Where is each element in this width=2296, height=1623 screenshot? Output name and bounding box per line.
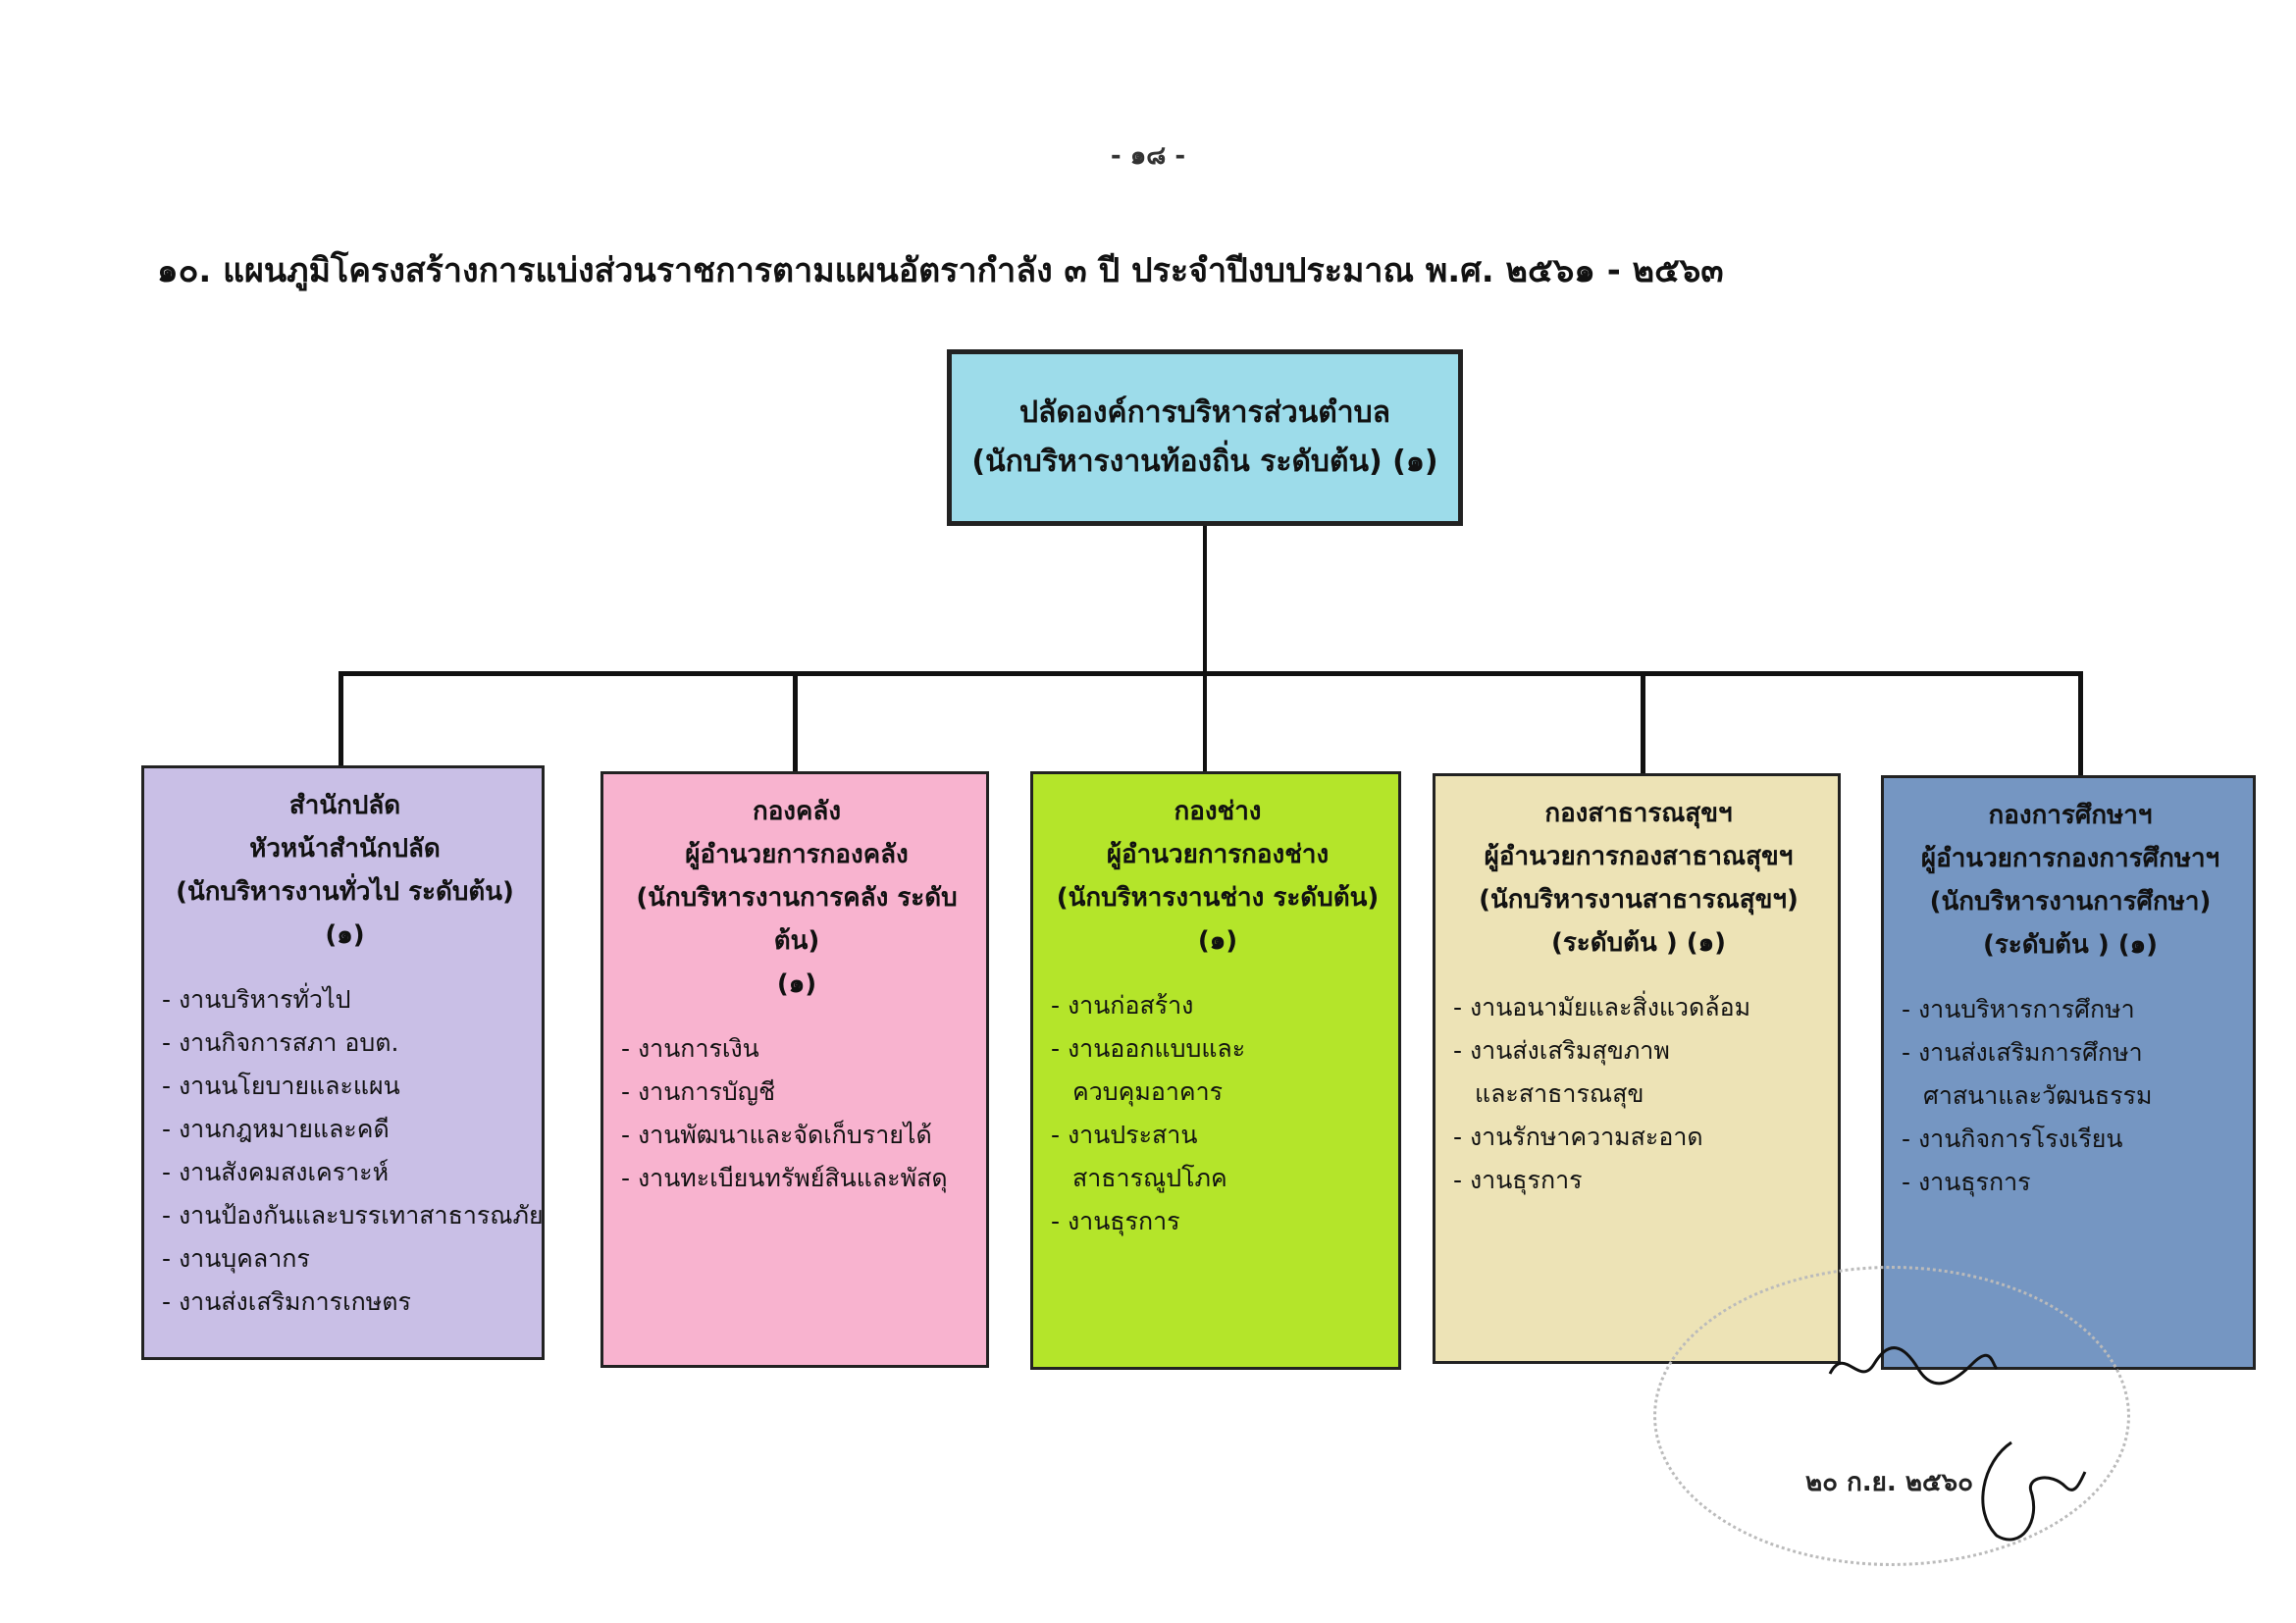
connector-drop-1	[339, 671, 343, 769]
page-number: - ๑๘ -	[1110, 141, 1186, 171]
date-note: ๒๐ ก.ย. ๒๕๖๐	[1805, 1468, 1974, 1497]
dept-count: (ระดับต้น ) (๑)	[1550, 928, 1727, 958]
task-list: - งานการเงิน - งานการบัญชี - งานพัฒนาและ…	[621, 1027, 972, 1200]
list-item: - งานธุรการ	[1051, 1207, 1180, 1235]
list-item: และสาธารณสุข	[1475, 1079, 1644, 1108]
document-title: ๑๐. แผนภูมิโครงสร้างการแบ่งส่วนราชการตาม…	[157, 251, 1724, 290]
task-list: - งานบริหารการศึกษา - งานส่งเสริมการศึกษ…	[1902, 988, 2239, 1204]
list-item: - งานรักษาความสะอาด	[1453, 1123, 1703, 1151]
dept-name: กองการศึกษาฯ	[1988, 801, 2153, 830]
signature-mark-lower	[1981, 1440, 2087, 1542]
stamp-mark	[1653, 1266, 2130, 1566]
dept-head: สำนักปลัด หัวหน้าสำนักปลัด (นักบริหารงาน…	[162, 784, 528, 957]
task-list: - งานอนามัยและสิ่งแวดล้อม - งานส่งเสริมส…	[1453, 986, 1824, 1202]
dept-box-public-works: กองช่าง ผู้อำนวยการกองช่าง (นักบริหารงาน…	[1030, 771, 1401, 1370]
list-item: สาธารณูปโภค	[1072, 1164, 1227, 1192]
connector-top-vertical	[1203, 526, 1207, 673]
list-item: - งานทะเบียนทรัพย์สินและพัสดุ	[621, 1164, 948, 1192]
dept-position: (นักบริหารงานสาธารณสุขฯ)	[1479, 885, 1799, 915]
dept-director: หัวหน้าสำนักปลัด	[249, 834, 441, 864]
dept-count: (๑)	[325, 920, 365, 950]
list-item: - งานธุรการ	[1453, 1166, 1583, 1194]
dept-director: ผู้อำนวยการกองสาธาณสุขฯ	[1484, 842, 1794, 871]
list-item: - งานก่อสร้าง	[1051, 991, 1194, 1020]
list-item: - งานอนามัยและสิ่งแวดล้อม	[1453, 993, 1751, 1021]
list-item: - งานธุรการ	[1902, 1168, 2031, 1196]
chief-title: ปลัดองค์การบริหารส่วนตำบล	[1018, 395, 1391, 430]
signature-mark-upper	[1828, 1346, 1999, 1386]
dept-position: (นักบริหารงานช่าง ระดับต้น)	[1056, 883, 1380, 913]
dept-name: กองคลัง	[752, 797, 842, 826]
dept-name: กองสาธารณสุขฯ	[1544, 799, 1733, 828]
dept-head: กองช่าง ผู้อำนวยการกองช่าง (นักบริหารงาน…	[1051, 790, 1384, 963]
list-item: - งานส่งเสริมสุขภาพ	[1453, 1036, 1670, 1065]
dept-box-finance: กองคลัง ผู้อำนวยการกองคลัง (นักบริหารงาน…	[600, 771, 989, 1368]
list-item: - งานกิจการโรงเรียน	[1902, 1125, 2123, 1153]
dept-position: (นักบริหารงานทั่วไป ระดับต้น)	[176, 877, 514, 907]
list-item: - งานส่งเสริมการเกษตร	[162, 1287, 411, 1316]
task-list: - งานบริหารทั่วไป - งานกิจการสภา อบต. - …	[162, 978, 544, 1324]
dept-count: (๑)	[776, 969, 817, 999]
dept-name: สำนักปลัด	[288, 791, 401, 820]
dept-box-public-health: กองสาธารณสุขฯ ผู้อำนวยการกองสาธาณสุขฯ (น…	[1433, 773, 1841, 1364]
dept-position: (นักบริหารงานการศึกษา)	[1929, 887, 2212, 916]
list-item: - งานพัฒนาและจัดเก็บรายได้	[621, 1121, 932, 1149]
dept-head: กองการศึกษาฯ ผู้อำนวยการกองการศึกษาฯ (นั…	[1902, 794, 2239, 967]
list-item: - งานกิจการสภา อบต.	[162, 1028, 399, 1057]
connector-drop-4	[1641, 671, 1645, 775]
list-item: - งานส่งเสริมการศึกษา	[1902, 1038, 2143, 1067]
list-item: - งานออกแบบและ	[1051, 1034, 1246, 1063]
list-item: - งานป้องกันและบรรเทาสาธารณภัย	[162, 1201, 544, 1230]
dept-count: (ระดับต้น ) (๑)	[1982, 930, 2159, 960]
task-list: - งานก่อสร้าง - งานออกแบบและ ควบคุมอาคาร…	[1051, 984, 1384, 1243]
list-item: - งานบุคลากร	[162, 1244, 310, 1273]
dept-director: ผู้อำนวยการกองช่าง	[1106, 840, 1330, 869]
chief-position: (นักบริหารงานท้องถิ่น ระดับต้น) (๑)	[971, 445, 1438, 479]
dept-position: (นักบริหารงานการคลัง ระดับต้น)	[636, 883, 958, 956]
connector-drop-2	[793, 671, 798, 773]
dept-head: กองคลัง ผู้อำนวยการกองคลัง (นักบริหารงาน…	[621, 790, 972, 1006]
connector-horizontal-bus	[339, 671, 2083, 676]
list-item: - งานการบัญชี	[621, 1077, 776, 1106]
chief-administrator-box: ปลัดองค์การบริหารส่วนตำบล (นักบริหารงานท…	[947, 349, 1463, 526]
connector-drop-5	[2078, 671, 2083, 777]
list-item: - งานสังคมสงเคราะห์	[162, 1158, 390, 1186]
dept-name: กองช่าง	[1174, 797, 1262, 826]
list-item: - งานการเงิน	[621, 1034, 759, 1063]
connector-drop-3	[1203, 671, 1207, 773]
list-item: - งานบริหารการศึกษา	[1902, 995, 2135, 1023]
list-item: ควบคุมอาคาร	[1072, 1077, 1224, 1106]
list-item: ศาสนาและวัฒนธรรม	[1923, 1081, 2153, 1110]
dept-director: ผู้อำนวยการกองการศึกษาฯ	[1920, 844, 2220, 873]
dept-count: (๑)	[1197, 926, 1238, 956]
dept-head: กองสาธารณสุขฯ ผู้อำนวยการกองสาธาณสุขฯ (น…	[1453, 792, 1824, 965]
dept-box-office-of-permanent-secretary: สำนักปลัด หัวหน้าสำนักปลัด (นักบริหารงาน…	[141, 765, 545, 1360]
dept-director: ผู้อำนวยการกองคลัง	[685, 840, 909, 869]
list-item: - งานบริหารทั่วไป	[162, 985, 351, 1014]
list-item: - งานนโยบายและแผน	[162, 1072, 400, 1100]
list-item: - งานประสาน	[1051, 1121, 1198, 1149]
list-item: - งานกฎหมายและคดี	[162, 1115, 390, 1143]
